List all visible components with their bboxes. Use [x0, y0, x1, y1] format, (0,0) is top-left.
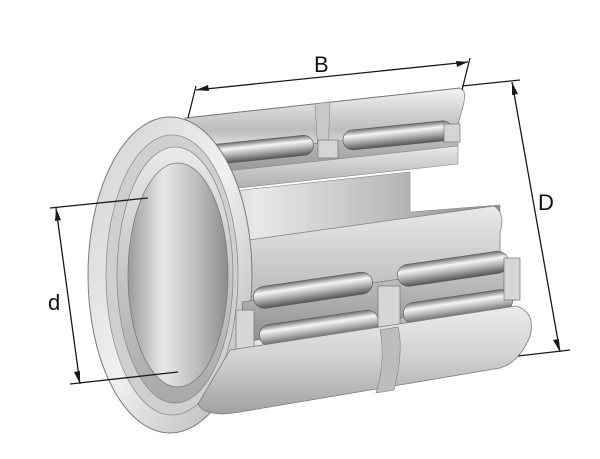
dimension-d-bore: d	[48, 197, 179, 385]
dimension-d-outer: D	[461, 79, 571, 357]
label-b: B	[314, 52, 329, 77]
lower-rollers	[235, 251, 521, 353]
label-d-bore: d	[48, 290, 60, 315]
dimension-b: B	[187, 52, 471, 119]
label-d-outer: D	[538, 190, 554, 215]
outer-ring-lower	[197, 305, 532, 415]
front-face	[87, 116, 253, 434]
